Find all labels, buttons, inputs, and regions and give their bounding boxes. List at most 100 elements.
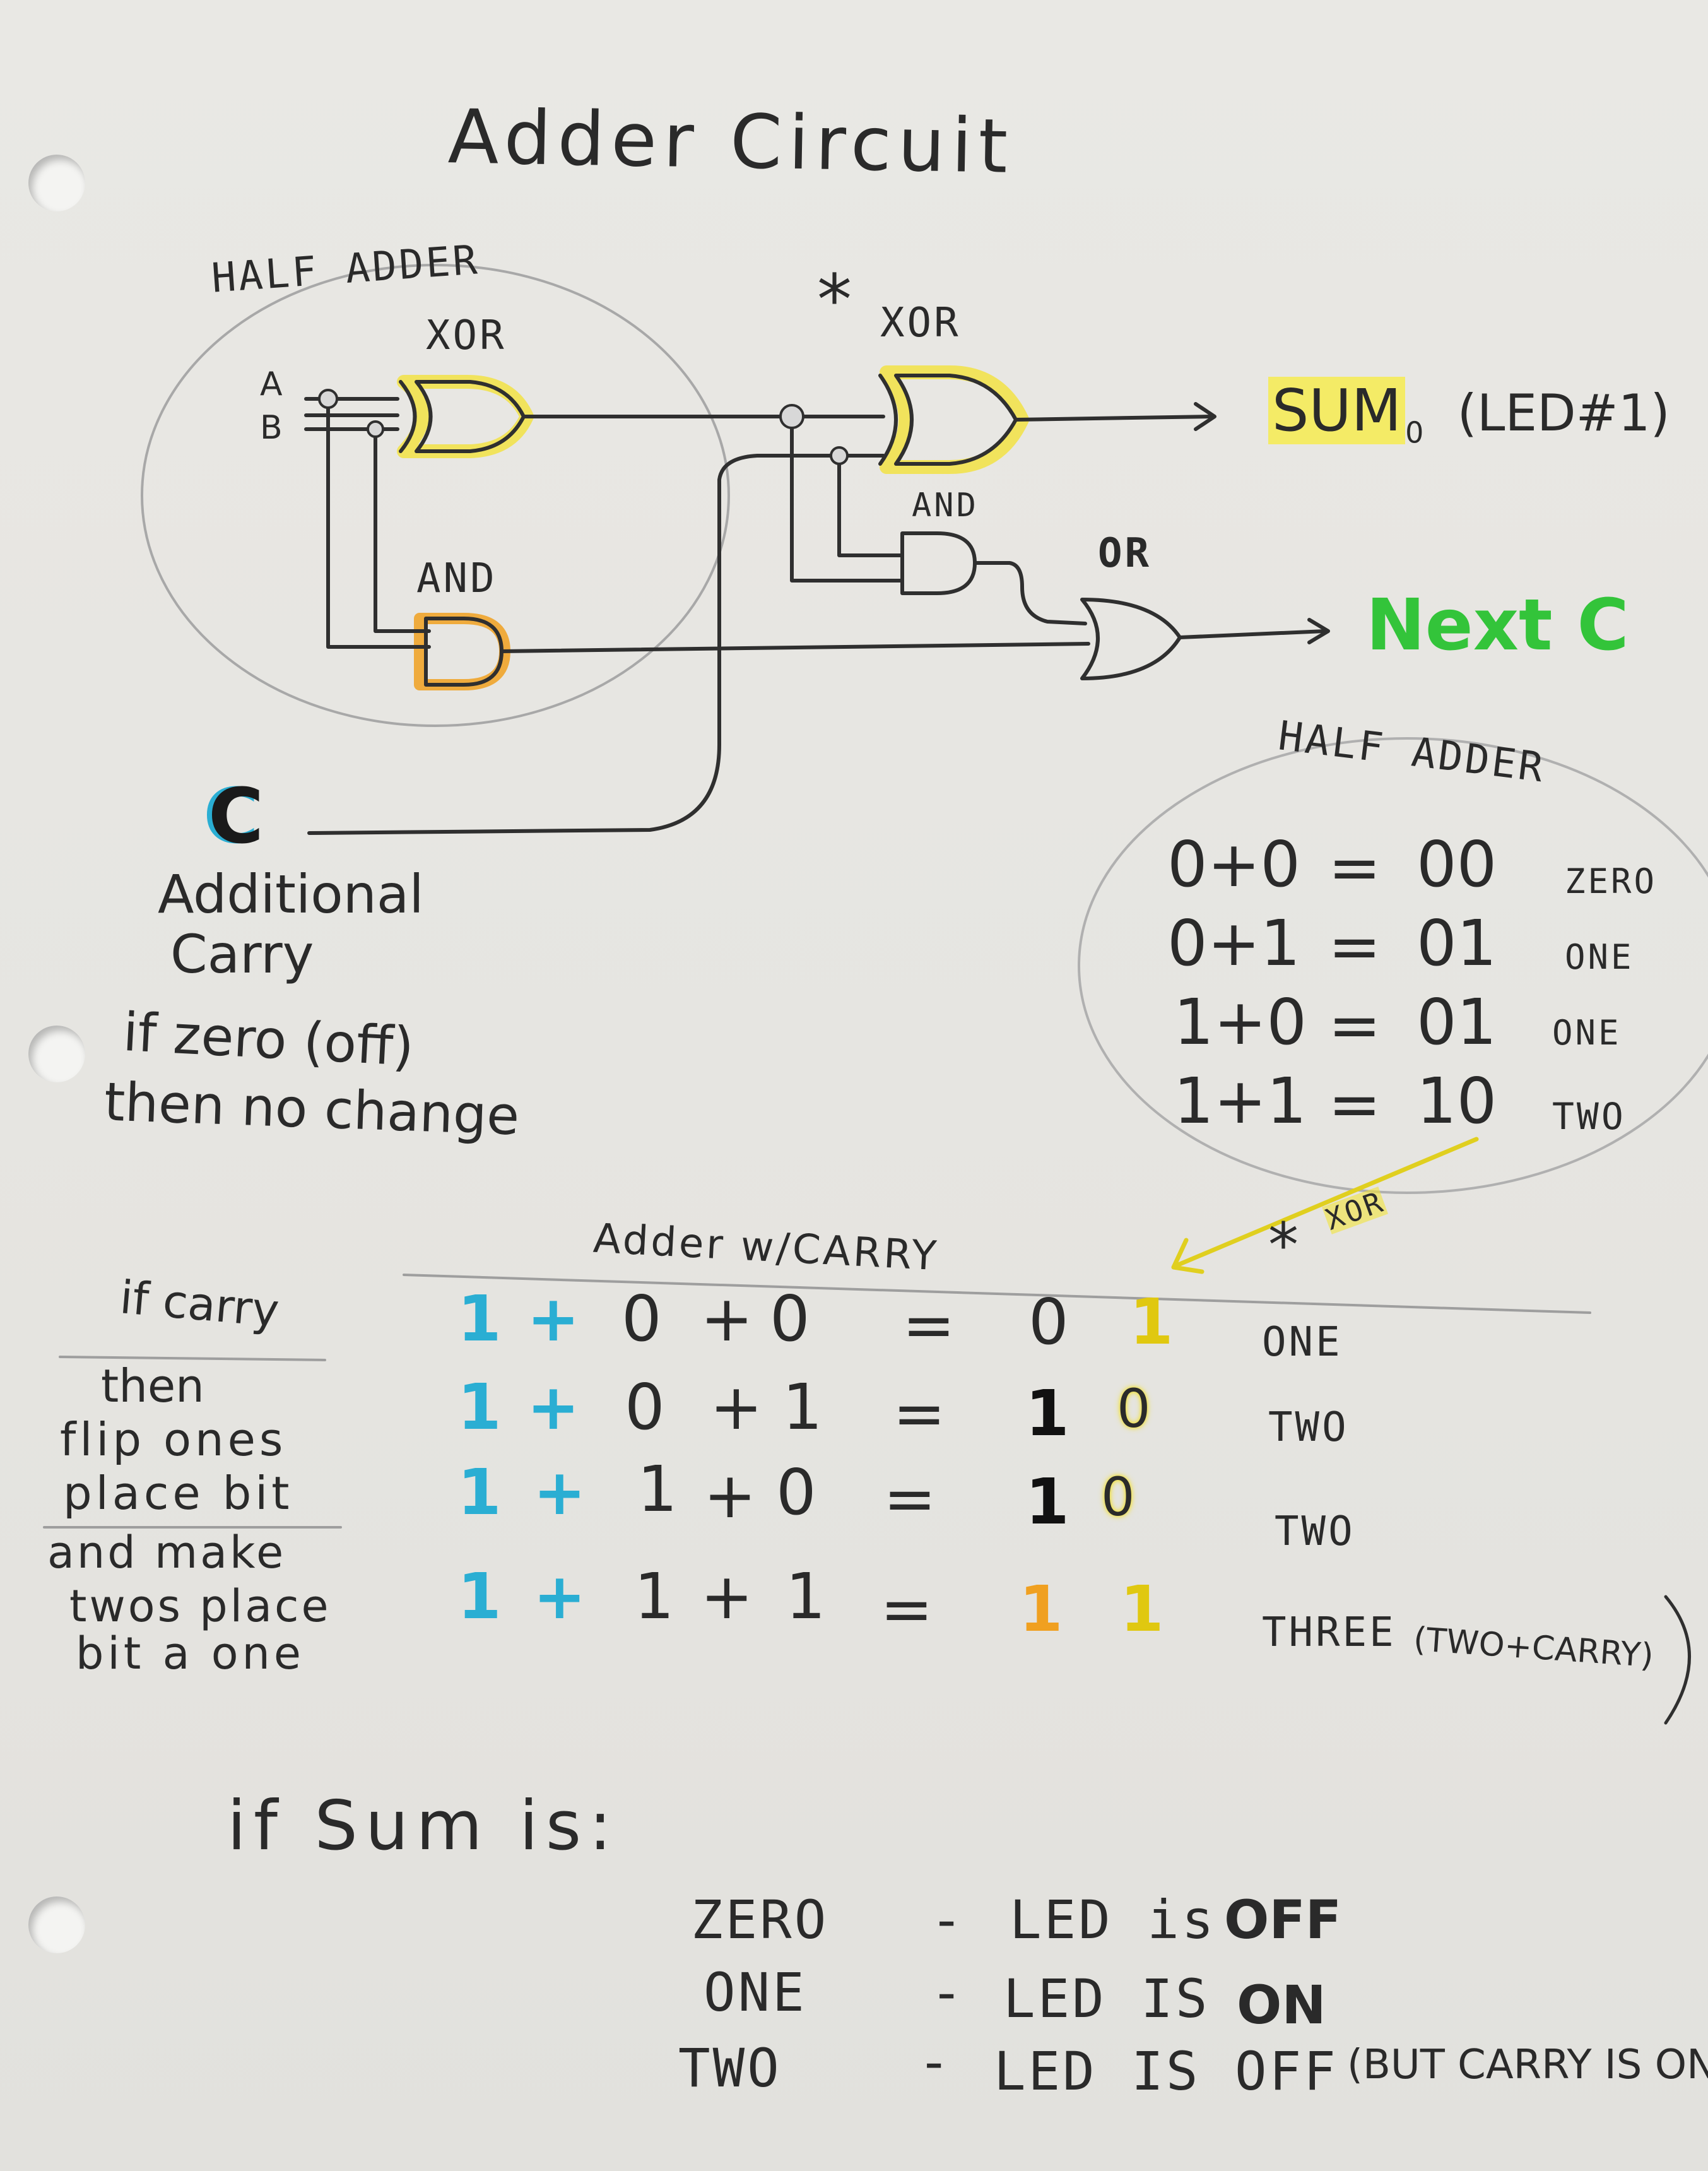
ct-row-2-plus1: + <box>533 1455 586 1529</box>
ct-row-1-ones: 0 <box>1117 1378 1151 1440</box>
wire-carry-in <box>307 454 885 835</box>
xor1-label: XOR <box>426 312 507 359</box>
ct-row-3-ones: 1 <box>1120 1572 1164 1646</box>
page-title: Adder Circuit <box>447 93 1015 190</box>
half-adder-boundary <box>141 264 730 727</box>
ha-row-1-expr: 0+1 <box>1167 906 1301 980</box>
xor2-highlight <box>880 365 1029 474</box>
binder-hole-middle <box>28 1026 85 1082</box>
ct-row-2-ones: 0 <box>1101 1466 1135 1528</box>
ct-row-1-twos: 1 <box>1025 1376 1069 1450</box>
carry-input-label: C <box>208 773 264 861</box>
ha-row-3-eq: = <box>1328 1067 1381 1141</box>
binder-hole-top <box>28 155 85 211</box>
or-label: OR <box>1098 530 1152 577</box>
input-a-label: A <box>260 365 283 403</box>
ct-row-0-twos: 0 <box>1028 1285 1069 1359</box>
ha-row-0-eq: = <box>1328 831 1381 904</box>
three-paren <box>1664 1595 1691 1725</box>
ha-row-3-expr: 1+1 <box>1174 1064 1307 1138</box>
side-note-line-0: if carry <box>117 1270 281 1337</box>
rule-2-name: TWO <box>678 2037 782 2099</box>
rule-0-dash: - <box>937 1889 957 1951</box>
side-note-rule-1 <box>59 1356 326 1361</box>
ha-row-2-word: ONE <box>1552 1013 1622 1053</box>
ct-row-1-plus2: + <box>710 1370 763 1444</box>
ha-row-1-result: 01 <box>1416 906 1497 980</box>
ct-row-3-plus1: + <box>533 1559 586 1633</box>
wire-sum-out <box>1014 415 1213 422</box>
ct-row-1-a: 0 <box>625 1370 665 1444</box>
side-note-line-1: then <box>101 1359 204 1412</box>
sum-arrowhead <box>1194 402 1216 431</box>
rule-1-text: LED IS <box>1003 1968 1210 2030</box>
xor2-gate <box>894 374 1018 466</box>
rule-2-dash: - <box>924 2031 944 2093</box>
ct-row-3-a: 1 <box>634 1559 674 1633</box>
xor-arrow-head <box>1171 1238 1204 1274</box>
ct-row-2-word: TWO <box>1275 1508 1355 1555</box>
carry-table-rule <box>403 1274 1591 1314</box>
sum-rules-heading: if Sum is: <box>227 1787 620 1866</box>
wire-next-carry <box>1178 629 1327 639</box>
junction-xor1-out <box>779 404 804 429</box>
next-carry-arrowhead <box>1307 618 1330 644</box>
ha-row-1-eq: = <box>1328 909 1381 983</box>
side-note-line-3: place bit <box>63 1467 293 1520</box>
side-note-line-2: flip ones <box>60 1413 287 1466</box>
rule-2-text: LED IS OFF <box>994 2040 1338 2102</box>
ha-row-2-result: 01 <box>1416 985 1497 1059</box>
ct-row-3-eq: = <box>880 1572 933 1646</box>
xor2-back-curve <box>878 374 898 466</box>
ct-row-2-b: 0 <box>776 1455 816 1529</box>
ha-row-3-word: TWO <box>1552 1095 1626 1138</box>
side-note-line-5: twos place <box>69 1580 331 1632</box>
xor1-back-curve <box>399 380 417 453</box>
ct-row-1-b: 1 <box>782 1370 823 1444</box>
ct-row-3-word: THREE <box>1262 1609 1396 1656</box>
binder-hole-bottom <box>28 1896 85 1953</box>
ct-row-3-plus2: + <box>700 1559 753 1633</box>
ct-row-0-b: 0 <box>770 1282 810 1356</box>
ct-row-0-a: 0 <box>621 1282 662 1356</box>
xor1-gate <box>415 380 526 453</box>
ct-row-0-carry: 1 <box>457 1282 502 1356</box>
rule-1-dash: - <box>937 1961 957 2023</box>
ct-row-1-word: TWO <box>1268 1404 1349 1451</box>
next-carry-label: Next C <box>1366 584 1629 666</box>
ha-row-0-expr: 0+0 <box>1167 827 1301 901</box>
ct-row-1-plus1: + <box>527 1370 580 1444</box>
carry-note-2: Carry <box>170 923 314 985</box>
ct-row-2-twos: 1 <box>1025 1465 1069 1539</box>
ct-row-0-plus2: + <box>700 1282 753 1356</box>
and2-gate <box>900 531 977 595</box>
wire-and2-out <box>973 561 1087 625</box>
ha-row-3-result: 10 <box>1416 1064 1497 1138</box>
input-b-label: B <box>260 409 283 447</box>
rule-1-state: ON <box>1237 1974 1326 2036</box>
wire-tap-xor1 <box>790 415 904 583</box>
sum-led-note: (LED#1) <box>1457 384 1670 442</box>
carry-note-3: if zero (off) <box>121 1001 416 1078</box>
junction-a <box>318 389 338 409</box>
ha-row-2-expr: 1+0 <box>1174 985 1307 1059</box>
ha-row-1-word: ONE <box>1565 937 1634 977</box>
half-adder-table-boundary <box>1078 737 1708 1194</box>
ct-row-1-carry: 1 <box>457 1370 502 1444</box>
star-mark: * <box>817 259 852 340</box>
wire-a-branch <box>326 397 431 649</box>
ct-row-3-carry: 1 <box>457 1559 502 1633</box>
ct-row-2-carry: 1 <box>457 1455 502 1529</box>
ct-row-2-eq: = <box>883 1462 936 1535</box>
sum-subscript: 0 <box>1405 415 1424 450</box>
ct-row-0-eq: = <box>902 1288 955 1362</box>
and2-label: AND <box>912 487 979 524</box>
sum-text: SUM <box>1268 377 1406 444</box>
side-note-line-6: bit a one <box>76 1628 305 1679</box>
rule-0-name: ZERO <box>691 1889 829 1951</box>
carry-note-4: then no change <box>103 1070 521 1147</box>
or-gate <box>1080 598 1182 680</box>
